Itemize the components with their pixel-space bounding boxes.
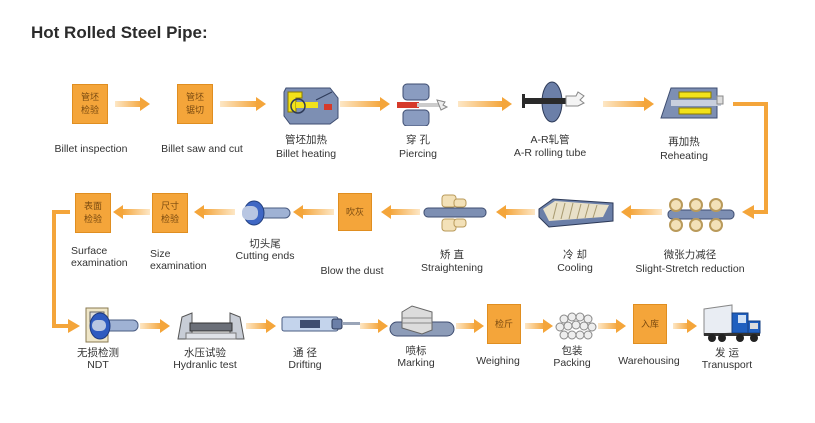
flow-arrow: [194, 205, 235, 219]
flow-arrow: [458, 97, 512, 111]
step-label-en: Drifting: [288, 359, 322, 371]
step-label-en: Cutting ends: [235, 250, 295, 262]
step-label-en: Marking: [397, 357, 435, 369]
step-label-en: examination: [150, 260, 207, 272]
step-label-cn: 无损检测: [77, 347, 119, 359]
page-title: Hot Rolled Steel Pipe:: [31, 23, 208, 42]
truck-icon: [703, 304, 761, 342]
step-label-en: Size: [150, 248, 171, 260]
step-label-en: Weighing: [476, 355, 520, 367]
row1-arrows: [115, 97, 654, 111]
row3-arrows: [140, 319, 697, 333]
process-box: 表面 检验: [75, 193, 111, 233]
flow-arrow: [621, 205, 662, 219]
step-label-cn: 包装: [561, 345, 583, 357]
step-label-cn: 发 运: [715, 347, 739, 359]
step-label-cn: 微张力减径: [663, 249, 717, 261]
box-text: 锯切: [185, 105, 204, 115]
flow-arrow: [293, 205, 334, 219]
step-label-cn: 再加热: [668, 136, 700, 148]
step-label-cn: 喷标: [405, 345, 427, 357]
box-text: 检验: [83, 214, 102, 224]
reheat-furnace-icon: [660, 87, 724, 119]
box-text: 吹灰: [345, 206, 364, 217]
flow-arrow: [246, 319, 276, 333]
pipe-bundle-icon: [555, 312, 597, 340]
process-box: 管坯 锯切: [177, 84, 213, 124]
step-label-cn: 通 径: [293, 347, 317, 359]
marking-icon: [389, 305, 455, 337]
step-label-en: examination: [71, 257, 128, 269]
process-box: 检斤: [487, 304, 521, 344]
box-text: 检验: [160, 214, 179, 224]
process-box: 吹灰: [338, 193, 372, 231]
step-label-en: NDT: [87, 359, 109, 371]
cooling-bed-icon: [538, 198, 614, 228]
step-label-en: Billet heating: [275, 148, 337, 160]
step-label-cn: 矫 直: [440, 249, 464, 261]
flow-arrow: [381, 205, 420, 219]
stretch-reducer-icon: [667, 198, 735, 232]
step-label-en: Hydranlic test: [173, 359, 237, 371]
connector-arrowhead: [742, 205, 754, 219]
connector-arrowhead: [68, 319, 80, 333]
flow-arrow: [673, 319, 697, 333]
step-label-en: Reheating: [660, 150, 708, 162]
step-label-en: Cooling: [557, 262, 593, 274]
flow-arrow: [340, 97, 390, 111]
step-label-en: Packing: [553, 357, 591, 369]
step-label-en: Tranusport: [701, 359, 753, 371]
box-text: 尺寸: [160, 201, 179, 211]
step-label-en: Billet inspection: [54, 143, 128, 155]
step-label-en: Warehousing: [618, 355, 680, 367]
box-text: 检验: [80, 105, 99, 115]
flow-arrow: [603, 97, 654, 111]
row2-arrows: [113, 205, 662, 219]
process-box: 管坯 检验: [72, 84, 108, 124]
step-label-en: Straightening: [421, 262, 483, 274]
straightener-icon: [423, 194, 487, 232]
piercing-mill-icon: [397, 83, 449, 126]
step-label-en: Piercing: [399, 148, 437, 160]
step-label-cn: 冷 却: [563, 249, 587, 261]
drift-gauge-icon: [281, 316, 360, 332]
flow-arrow: [113, 205, 150, 219]
ndt-icon: [85, 307, 139, 343]
flow-arrow: [496, 205, 535, 219]
step-label-en: Surface: [71, 245, 108, 257]
flow-arrow: [115, 97, 150, 111]
box-text: 管坯: [80, 92, 99, 102]
step-label-cn: 穿 孔: [406, 134, 430, 146]
box-text: 表面: [83, 201, 102, 211]
step-label-cn: 切头尾: [249, 238, 281, 250]
hydraulic-press-icon: [177, 312, 245, 340]
step-label-en: Billet saw and cut: [161, 143, 243, 155]
process-box: 尺寸 检验: [152, 193, 188, 233]
flow-arrow: [140, 319, 170, 333]
box-text: 管坯: [185, 92, 204, 102]
flow-arrow: [220, 97, 266, 111]
step-label-cn: 水压试验: [184, 347, 226, 359]
rolling-mill-icon: [522, 81, 585, 123]
furnace-icon: [283, 87, 339, 125]
connector-row2-row3: [52, 210, 70, 328]
flow-arrow: [598, 319, 626, 333]
connector-row1-row2: [733, 102, 768, 214]
step-label-cn: 管坯加热: [285, 134, 327, 146]
box-text: 入库: [640, 318, 659, 329]
flow-arrow: [360, 319, 388, 333]
process-box: 入库: [633, 304, 667, 344]
box-text: 检斤: [494, 318, 513, 329]
step-label-en: A-R rolling tube: [513, 147, 587, 159]
step-label-en: Slight-Stretch reduction: [635, 263, 745, 275]
cutting-ends-icon: [242, 200, 291, 226]
flow-arrow: [456, 319, 484, 333]
flow-arrow: [525, 319, 553, 333]
step-label-en: Blow the dust: [320, 265, 384, 277]
step-label-cn: A-R轧管: [530, 134, 570, 146]
